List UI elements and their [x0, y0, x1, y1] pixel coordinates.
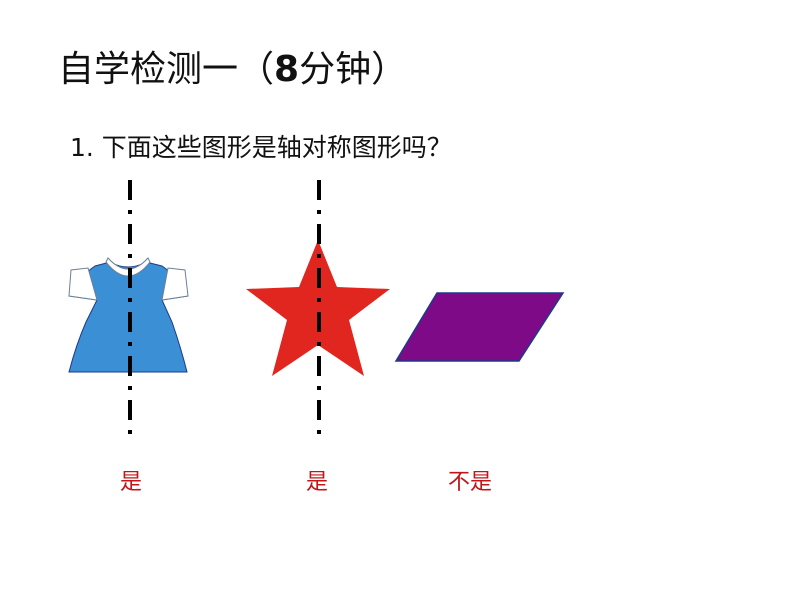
parallelogram-answer-label: 不是 — [448, 470, 493, 495]
star-answer-label: 是 — [306, 470, 329, 495]
dress-collar — [105, 257, 151, 277]
parallelogram-figure — [394, 292, 565, 362]
title-suffix: 分钟） — [299, 49, 408, 90]
slide-title: 自学检测一（8分钟） — [58, 40, 407, 92]
question-text: 1. 下面这些图形是轴对称图形吗？ — [70, 133, 452, 162]
title-prefix: 自学检测一（ — [58, 49, 275, 90]
dress-answer-label: 是 — [120, 470, 143, 495]
dress-left-cuff — [68, 267, 98, 301]
dress-right-cuff — [161, 267, 189, 301]
title-number: 8 — [274, 49, 300, 90]
star-figure — [246, 240, 390, 376]
